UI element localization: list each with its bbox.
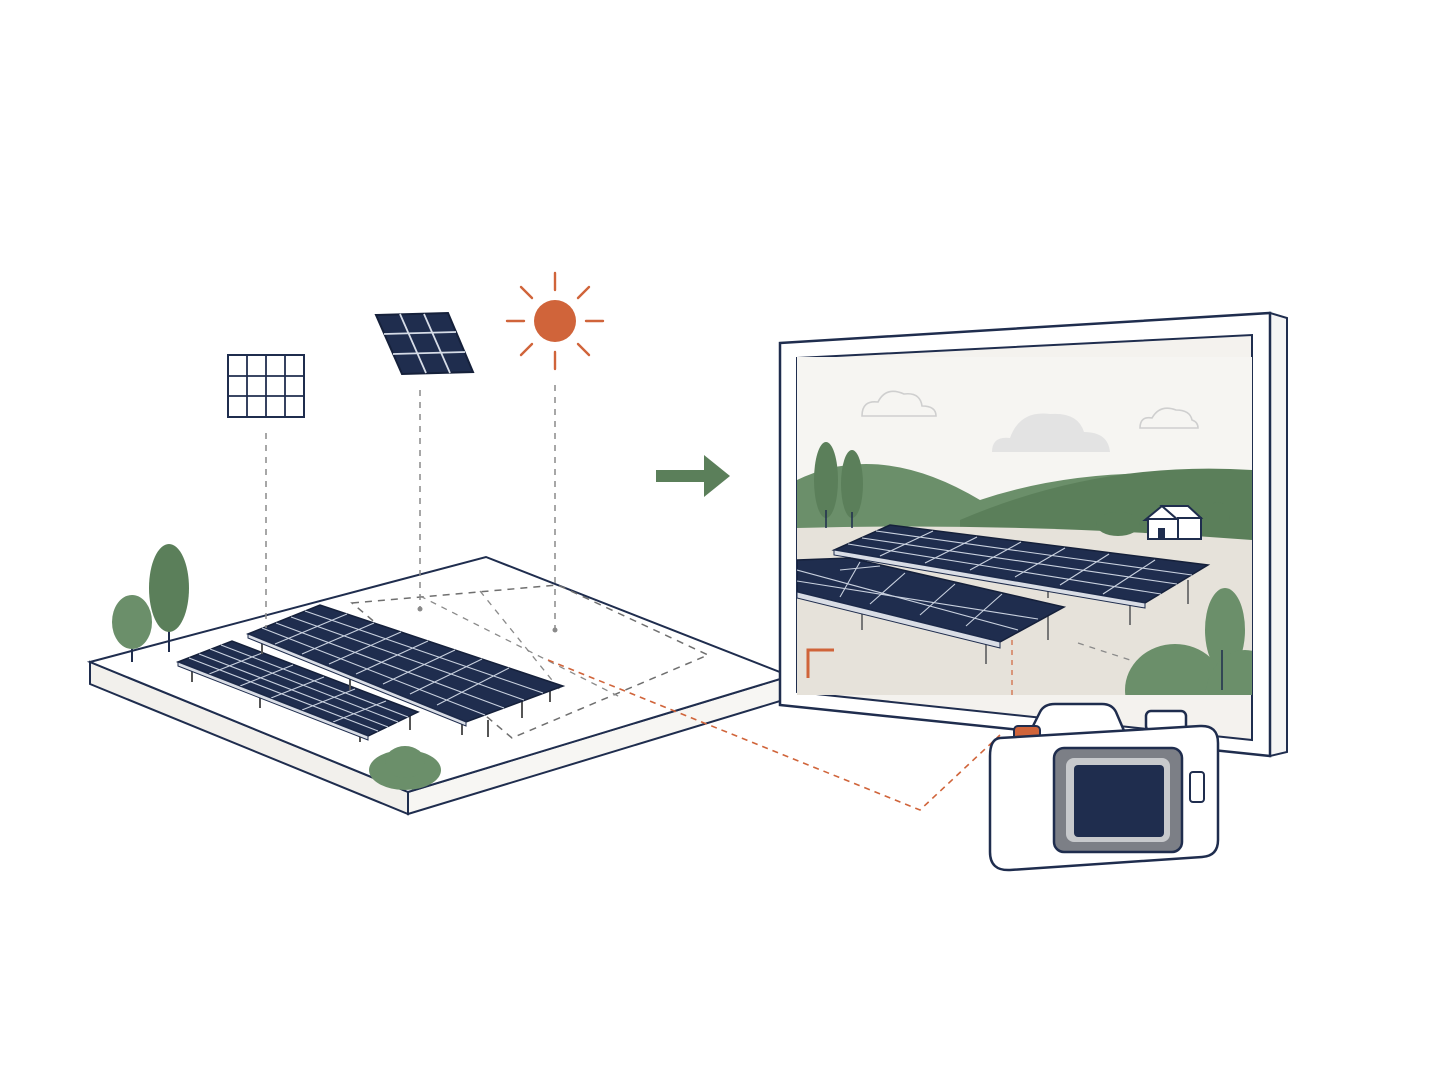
site-model: [86, 544, 794, 816]
rendered-array-front: [797, 557, 1067, 664]
arrow-right-icon: [656, 455, 730, 497]
render-scene: [797, 357, 1252, 695]
rendered-array-back: [831, 524, 1211, 625]
cloud-icon: [1139, 407, 1199, 429]
camera-icon: [988, 702, 1220, 872]
viewfinder-corner-icon: [806, 648, 834, 678]
solar-array-front: [175, 640, 420, 742]
bush-icon: [369, 746, 441, 790]
house-icon: [1142, 504, 1204, 540]
tilted-solar-panel-icon: [374, 311, 475, 376]
cloud-icon: [992, 413, 1110, 452]
tree-icon: [112, 595, 152, 662]
camera-sightline: [547, 659, 1001, 811]
sun-icon: [505, 271, 605, 371]
render-frame: [778, 311, 1288, 758]
cloud-icon: [861, 390, 937, 417]
tree-icon: [149, 544, 189, 652]
solar-array-back: [245, 604, 566, 737]
panel-grid-icon: [227, 354, 305, 418]
